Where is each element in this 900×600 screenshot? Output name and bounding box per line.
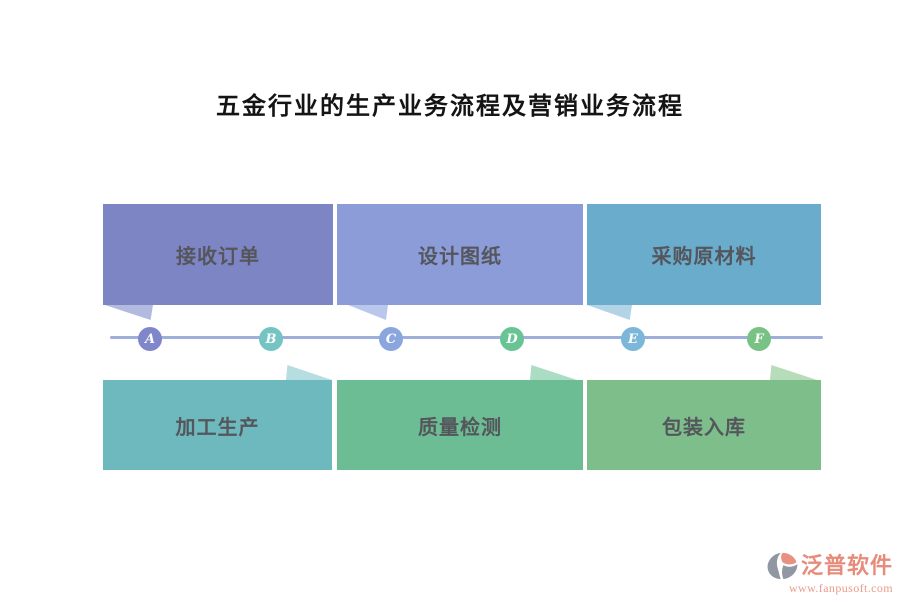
callout-label: 采购原材料 xyxy=(651,246,757,268)
logo-url: www.fanpusoft.com xyxy=(788,581,893,595)
callout-pointer-down-icon xyxy=(348,305,388,320)
callout-pointer-down-icon xyxy=(587,305,632,320)
callout-receive-order: 接收订单 xyxy=(103,204,333,320)
timeline-node-d: D xyxy=(500,327,524,351)
callout-pointer-down-icon xyxy=(105,305,153,320)
callout-label: 设计图纸 xyxy=(418,246,502,268)
timeline-node-b: B xyxy=(259,327,283,351)
callout-pointer-up-icon xyxy=(770,365,817,380)
timeline-node-f: F xyxy=(747,327,771,351)
callout-processing-production: 加工生产 xyxy=(103,365,332,470)
timeline-node-a: A xyxy=(138,327,162,351)
fanpu-logo-icon xyxy=(767,552,798,580)
timeline-node-c: C xyxy=(379,327,403,351)
callout-pointer-up-icon xyxy=(286,365,332,380)
timeline-line xyxy=(110,336,823,339)
callout-packing-warehousing: 包装入库 xyxy=(587,365,821,470)
timeline-node-e: E xyxy=(621,327,645,351)
callout-quality-inspection: 质量检测 xyxy=(337,365,583,470)
logo-name: 泛普软件 xyxy=(800,553,893,578)
callout-label: 质量检测 xyxy=(418,416,502,439)
callout-label: 包装入库 xyxy=(662,416,746,439)
callout-label: 加工生产 xyxy=(175,416,260,439)
callout-purchase-raw-materials: 采购原材料 xyxy=(587,204,821,320)
callout-label: 接收订单 xyxy=(176,246,260,268)
page-title: 五金行业的生产业务流程及营销业务流程 xyxy=(216,94,684,120)
fanpu-logo: 泛普软件 www.fanpusoft.com xyxy=(766,552,893,594)
callout-design-drawings: 设计图纸 xyxy=(337,204,583,320)
callout-pointer-up-icon xyxy=(530,365,577,380)
